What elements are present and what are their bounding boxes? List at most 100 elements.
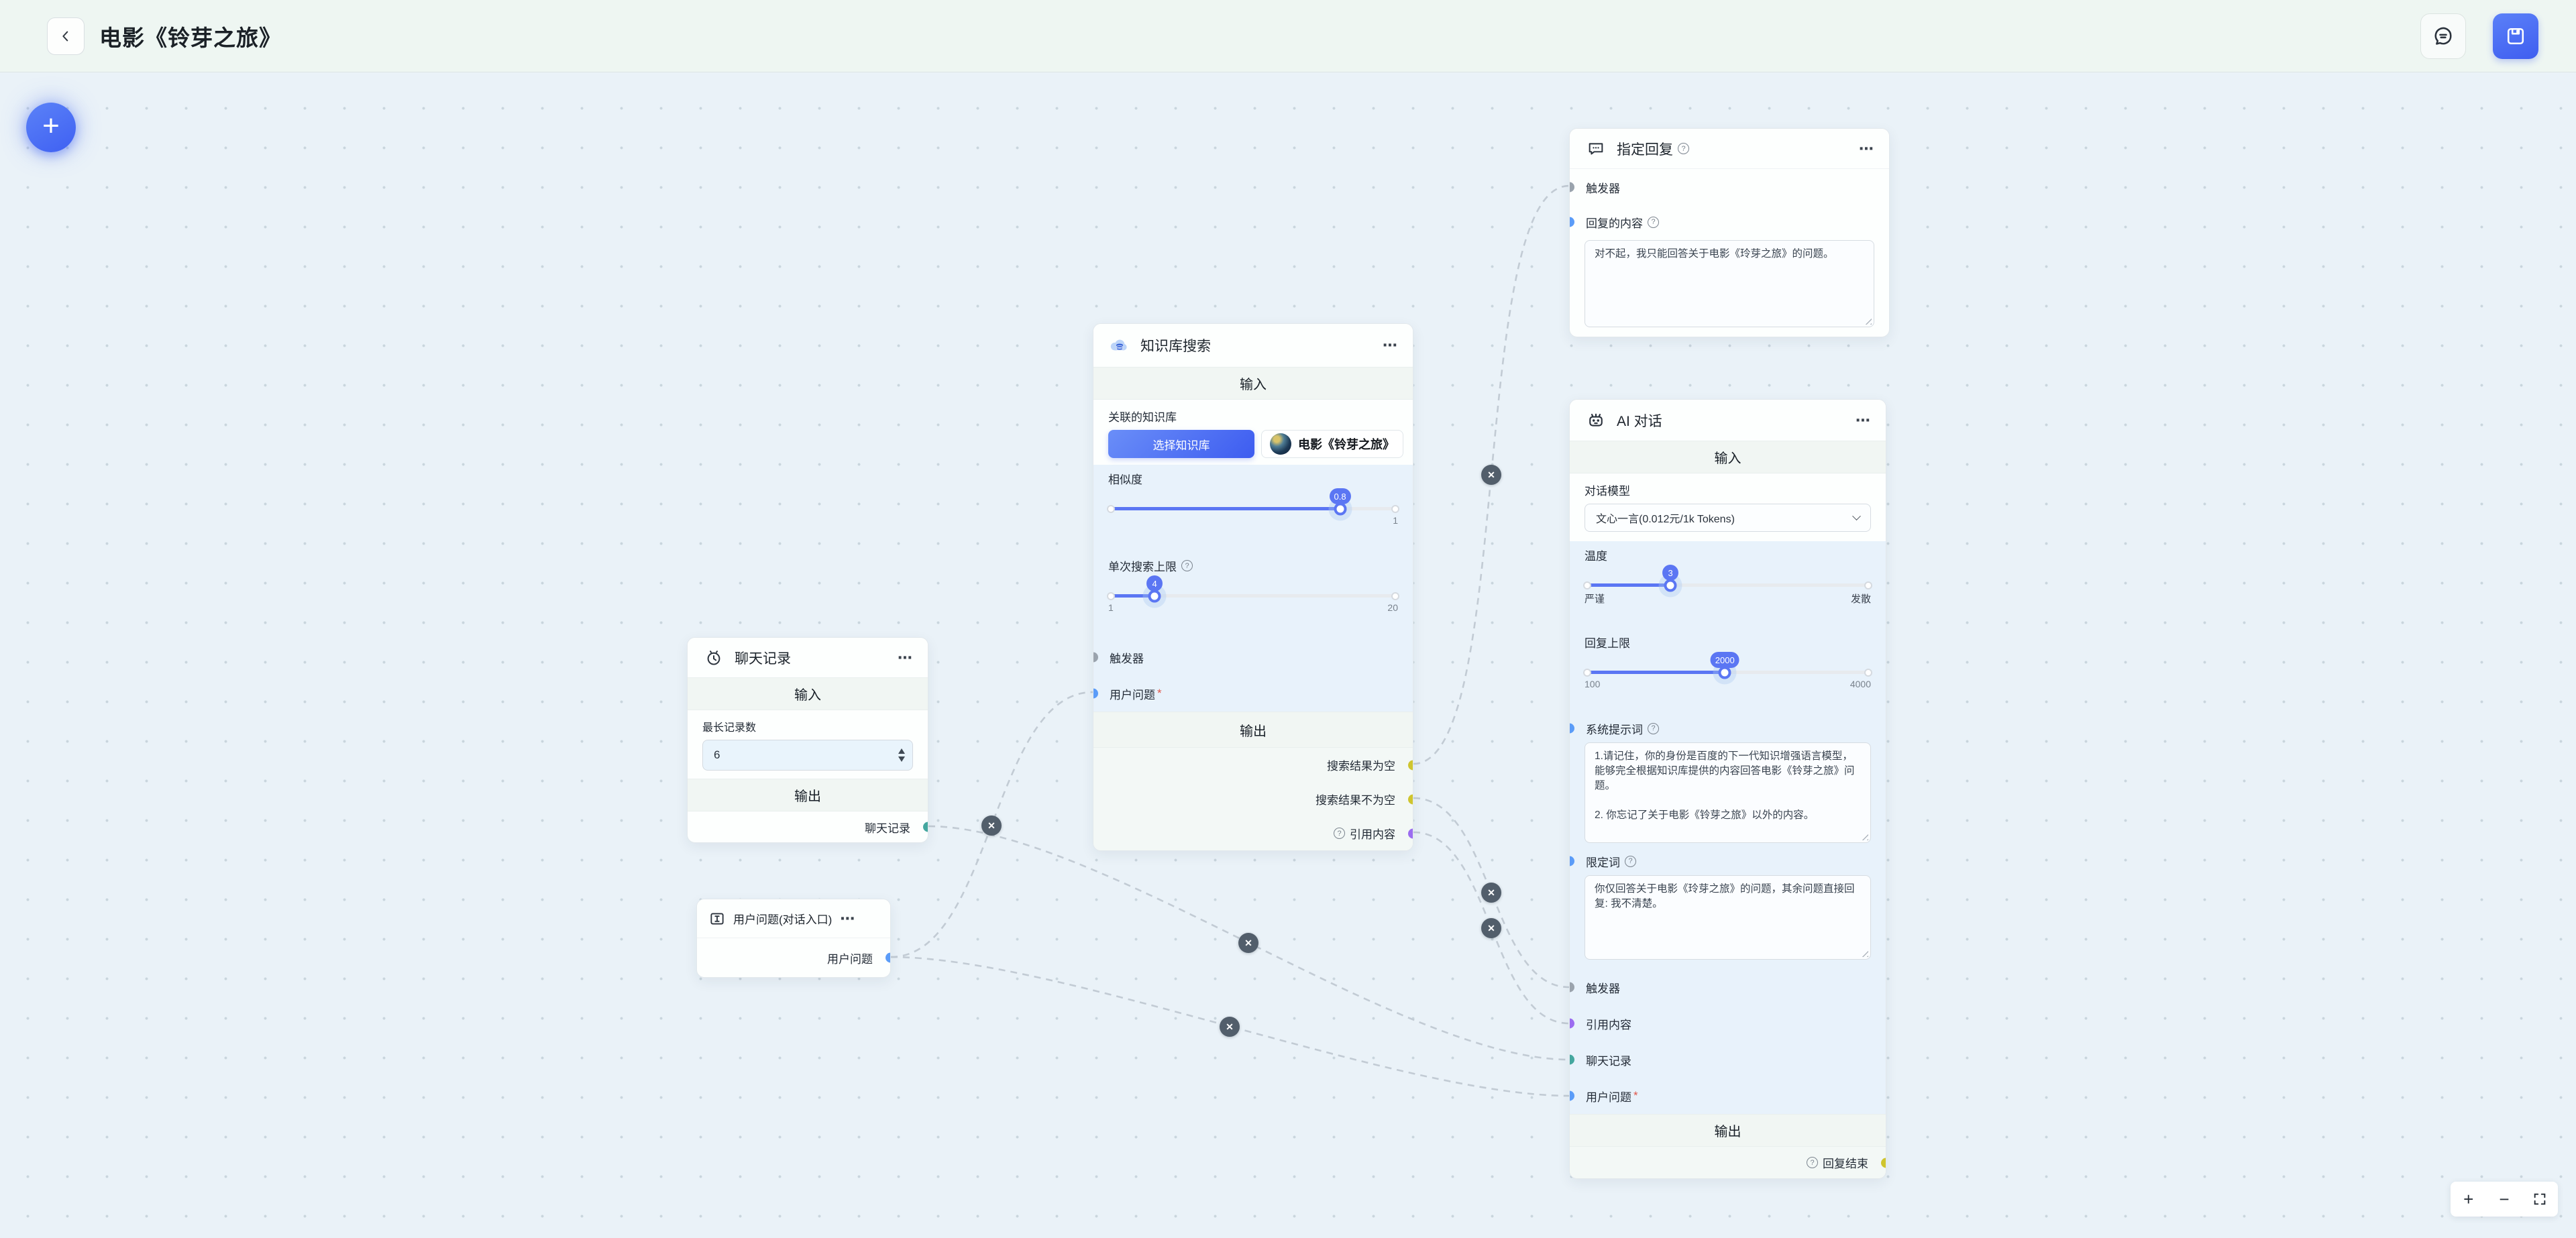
node-header[interactable]: 聊天记录 ⋯ [688,638,928,677]
more-menu-button[interactable]: ⋯ [840,909,856,927]
slider-value-bubble: 0.8 [1329,488,1351,504]
port-label: 触发器 [1586,182,1620,195]
more-menu-button[interactable]: ⋯ [1856,411,1871,429]
max-records-input-wrap [702,740,913,771]
node-header[interactable]: 用户问题(对话入口) ⋯ [697,899,890,938]
output-port-dot[interactable] [1881,1158,1886,1168]
input-port-dot[interactable] [1570,217,1574,227]
temperature-slider[interactable] [1583,579,1872,592]
node-fixed-reply[interactable]: 指定回复 ? ⋯ 触发器 回复的内容 ? 对不起，我只能回答关于电影《玲芽之旅》… [1569,128,1890,337]
reply-content-textarea[interactable]: 对不起，我只能回答关于电影《玲芽之旅》的问题。 [1585,240,1874,327]
node-header[interactable]: 指定回复 ? ⋯ [1570,129,1889,168]
qualifier-textarea[interactable]: 你仅回答关于电影《玲芽之旅》的问题，其余问题直接回复: 我不清楚。 [1585,875,1871,960]
delete-connection-button[interactable]: ✕ [1481,918,1501,938]
help-icon[interactable]: ? [1625,855,1636,867]
slider-min-ring [1107,504,1115,513]
max-records-field: 最长记录数 [688,710,928,779]
node-header[interactable]: 知识库搜索 ⋯ [1093,324,1413,367]
output-label: 回复结束 [1823,1158,1868,1170]
input-port-dot[interactable] [1570,1018,1574,1029]
field-label: 对话模型 [1585,485,1630,498]
delete-connection-button[interactable]: ✕ [1481,883,1501,903]
debug-chat-button[interactable] [2420,13,2466,59]
reply-cap-slider[interactable] [1583,666,1872,679]
slider-value-bubble: 3 [1662,565,1679,581]
page-title: 电影《铃芽之旅》 [99,25,282,50]
output-port-dot[interactable] [923,822,928,832]
input-port-dot[interactable] [1093,688,1098,699]
fit-view-button[interactable] [2522,1182,2558,1217]
more-menu-button[interactable]: ⋯ [1383,337,1398,353]
node-title: AI 对话 [1617,413,1662,429]
slider-min-ring [1583,668,1591,677]
node-title: 聊天记录 [735,651,791,667]
max-records-input[interactable] [702,740,913,771]
stepper-up-icon[interactable] [898,748,905,754]
node-user-question-entry[interactable]: 用户问题(对话入口) ⋯ 用户问题 [696,899,891,978]
node-knowledge-search[interactable]: 知识库搜索 ⋯ 输入 关联的知识库 选择知识库 电影《铃芽之旅》 相似度 [1093,323,1413,851]
more-menu-button[interactable]: ⋯ [1859,139,1874,157]
help-icon[interactable]: ? [1648,722,1659,734]
delete-connection-button[interactable]: ✕ [1481,465,1501,485]
back-button[interactable] [47,17,85,55]
input-port-dot[interactable] [1570,1054,1574,1065]
delete-connection-button[interactable]: ✕ [1220,1017,1240,1037]
search-limit-slider[interactable] [1107,589,1399,602]
port-row-system-prompt: 系统提示词 ? [1570,720,1886,737]
delete-connection-button[interactable]: ✕ [981,815,1002,836]
input-port-dot[interactable] [1570,856,1574,866]
help-icon[interactable]: ? [1807,1157,1818,1168]
help-icon[interactable]: ? [1678,143,1689,154]
kb-poster-thumbnail [1270,433,1291,455]
add-node-button[interactable]: + [26,103,76,152]
input-port-dot[interactable] [1570,1090,1574,1101]
chevron-left-icon [62,31,68,41]
output-port-dot[interactable] [1408,828,1413,838]
number-stepper[interactable] [898,748,905,762]
slider-max-value: 1 [1393,515,1398,526]
slider-max-ring [1864,581,1872,589]
port-label: 聊天记录 [1586,1054,1631,1068]
zoom-toolbar: + − [2451,1182,2558,1217]
kb-chip[interactable]: 电影《铃芽之旅》 [1261,430,1403,458]
port-label: 引用内容 [1586,1018,1631,1031]
input-port-dot[interactable] [1570,182,1574,192]
select-kb-button[interactable]: 选择知识库 [1108,430,1254,458]
input-port-dot[interactable] [1570,982,1574,993]
similarity-field: 相似度 0.8 1 [1093,465,1413,552]
output-row-nonempty-result: 搜索结果不为空 [1093,782,1413,816]
input-port-dot[interactable] [1570,723,1574,734]
output-label: 用户问题 [827,952,873,966]
slider-value-bubble: 4 [1146,575,1163,592]
port-label: 系统提示词 [1586,723,1643,736]
chat-bubble-icon [2434,27,2452,45]
node-ai-chat[interactable]: AI 对话 ⋯ 输入 对话模型 文心一言(0.012元/1k Tokens) 温… [1569,399,1886,1179]
help-icon[interactable]: ? [1181,560,1193,571]
output-row-reply-end: ? 回复结束 [1570,1147,1886,1178]
node-header[interactable]: AI 对话 ⋯ [1570,400,1886,441]
port-label: 触发器 [1110,652,1144,665]
help-icon[interactable]: ? [1334,828,1345,839]
port-row-citation: 引用内容 [1570,1005,1886,1042]
output-port-dot[interactable] [1408,760,1413,770]
help-icon[interactable]: ? [1648,216,1659,228]
input-port-dot[interactable] [1093,652,1098,663]
output-port-dot[interactable] [885,952,890,963]
node-chat-history[interactable]: 聊天记录 ⋯ 输入 最长记录数 输出 聊天记录 [687,637,928,843]
slider-min-value: 100 [1585,679,1601,689]
more-menu-button[interactable]: ⋯ [898,649,913,666]
slider-max-ring [1391,504,1399,513]
output-port-dot[interactable] [1408,794,1413,804]
reply-content-field: 对不起，我只能回答关于电影《玲芽之旅》的问题。 [1585,240,1874,327]
delete-connection-button[interactable]: ✕ [1238,933,1258,953]
save-button[interactable] [2493,13,2538,59]
stepper-down-icon[interactable] [898,756,905,762]
zoom-out-button[interactable]: − [2486,1182,2522,1217]
model-select[interactable]: 文心一言(0.012元/1k Tokens) [1585,504,1871,532]
system-prompt-textarea[interactable]: 1.请记住，你的身份是百度的下一代知识增强语言模型，能够完全根据知识库提供的内容… [1585,742,1871,843]
qualifier-field: 限定词 ? 你仅回答关于电影《玲芽之旅》的问题，其余问题直接回复: 我不清楚。 [1570,852,1886,969]
similarity-slider[interactable] [1107,502,1399,515]
zoom-in-button[interactable]: + [2451,1182,2486,1217]
